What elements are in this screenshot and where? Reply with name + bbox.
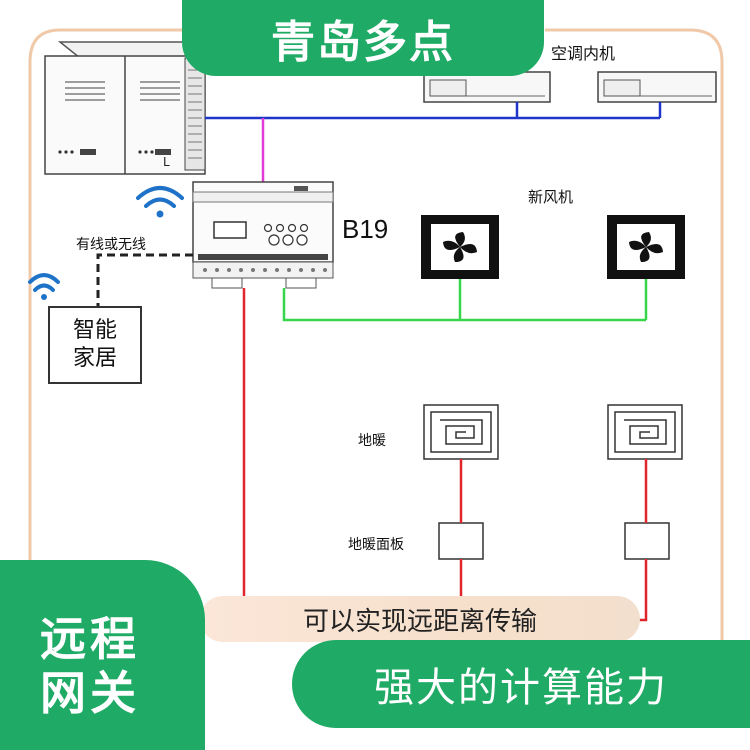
outdoor-unit: L	[44, 41, 208, 175]
wifi-icon	[136, 186, 184, 218]
caption-computing-power: 强大的计算能力	[292, 640, 750, 728]
smart-home-line2: 家居	[72, 346, 117, 371]
gateway-module	[192, 181, 334, 289]
floor-heating-panel-label: 地暖面板	[348, 537, 404, 553]
floor-heating-label: 地暖	[358, 433, 386, 449]
wired-or-wireless-label: 有线或无线	[76, 237, 146, 253]
indoor-unit-1	[423, 71, 551, 103]
top-title: 青岛多点	[271, 17, 455, 68]
frame-border	[60, 28, 724, 640]
fresh-air-fan-1	[421, 215, 499, 279]
smart-home-line1: 智能	[72, 318, 117, 343]
caption-remote-transmission: 可以实现远距离传输	[200, 596, 640, 642]
corner-badge-line1: 远程	[40, 612, 140, 666]
corner-badge-line2: 网关	[40, 666, 140, 720]
fresh-air-label: 新风机	[528, 188, 574, 206]
floor-heating-panel-2	[624, 522, 670, 560]
caption-green-text: 强大的计算能力	[374, 665, 668, 711]
red-wires	[242, 288, 648, 622]
indoor-unit-2	[597, 71, 717, 103]
green-wires	[282, 279, 648, 322]
frame-border-left	[28, 28, 61, 580]
outdoor-unit-mark: L	[163, 155, 170, 169]
wifi-icon-smart-home	[28, 273, 60, 300]
ac-indoor-label: 空调内机	[551, 44, 616, 63]
caption-light-text: 可以实现远距离传输	[302, 606, 537, 637]
corner-badge-text: 远程 网关	[40, 612, 170, 720]
gateway-model-label: B19	[342, 214, 389, 244]
blue-bus	[205, 102, 662, 120]
dashed-link	[96, 253, 193, 306]
smart-home-box: 智能 家居	[48, 306, 142, 384]
fresh-air-fan-2	[607, 215, 685, 279]
corner-badge	[0, 560, 205, 750]
floor-heating-coil-2	[607, 404, 683, 460]
floor-heating-coil-1	[423, 404, 499, 460]
floor-heating-panel-1	[438, 522, 484, 560]
top-title-banner: 青岛多点	[182, 0, 544, 76]
